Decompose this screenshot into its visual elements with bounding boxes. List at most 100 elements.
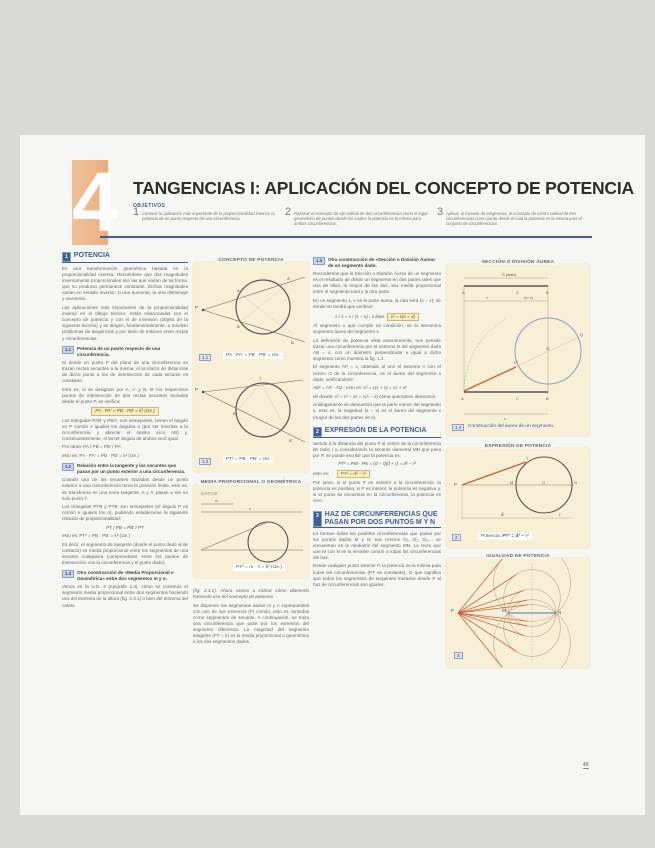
svg-text:C: C — [516, 396, 519, 401]
svg-text:M: M — [510, 480, 513, 485]
paragraph: Se disponen los segmentos dados m y n su… — [193, 602, 309, 645]
svg-text:T: T — [259, 376, 262, 381]
objectives-heading: OBJETIVOS — [133, 203, 166, 209]
point-label: N — [558, 610, 561, 615]
svg-text:A': A' — [287, 276, 291, 281]
svg-text:B: B — [546, 396, 549, 401]
paragraph: Los triángulos PTB y PTB' son semejantes… — [62, 504, 188, 522]
svg-text:m: m — [215, 498, 219, 503]
header-rule — [100, 236, 592, 238]
figure-number: 1.4 — [452, 424, 465, 431]
figure-formula: PT² = d² − r² — [502, 534, 530, 539]
paragraph: Es una transformación geométrica basada … — [62, 266, 188, 302]
paragraph: El segmento AP = x, obtenido al unir el … — [313, 364, 441, 382]
svg-text:O: O — [542, 480, 545, 485]
figure-panel-media-proporcional: MEDIA PROPORCIONAL O GEOMÉTRICA DATOS: m… — [193, 480, 309, 578]
paragraph: (fig. 2.3.2). Ahora vamos a indicar cómo… — [193, 588, 309, 600]
formula: Por tanto: PA / PB = PB' / PA' — [62, 444, 122, 450]
svg-text:A: A — [462, 290, 465, 295]
tangent-segment — [457, 574, 517, 614]
tangent-segment — [457, 558, 503, 614]
svg-text:B': B' — [291, 340, 295, 345]
paragraph: Vimos en la U.D. 2 (epígrafe 2.3), cómo … — [62, 584, 188, 608]
svg-text:B: B — [233, 411, 236, 416]
svg-text:s: s — [504, 416, 506, 421]
svg-text:P: P — [195, 305, 198, 310]
svg-text:B: B — [237, 324, 240, 329]
svg-text:d: d — [501, 512, 504, 517]
paragraph: Esto es, si se designan por A, A' y B, B… — [62, 386, 188, 404]
svg-text:Q: Q — [580, 332, 583, 337]
column-2-text: (fig. 2.3.2). Ahora vamos a indicar cómo… — [193, 588, 309, 648]
paragraph: Los triángulos PAB' y PBA', son semejant… — [62, 417, 188, 441]
svg-text:P: P — [514, 360, 517, 365]
potencia-diagram: PA BA'B' PT BB' — [195, 276, 306, 443]
datos-label: DATOS: — [201, 492, 219, 497]
figure-number: 1.1 — [199, 354, 212, 361]
media-proporcional-diagram: m n — [200, 498, 303, 563]
tangent-segment — [457, 612, 527, 627]
paragraph: Por tanto, si el punto P es exterior a l… — [313, 480, 441, 504]
paragraph: Siendo d la distancia del punto P al cen… — [313, 440, 441, 458]
svg-text:T: T — [526, 456, 529, 461]
point-label: M — [502, 608, 506, 613]
paragraph: Desde cualquier punto exterior P, la pot… — [313, 563, 441, 587]
point-label: P — [451, 608, 454, 613]
chapter-number: 4 — [72, 155, 119, 249]
figure-number: 3 — [454, 652, 463, 659]
svg-text:B: B — [546, 290, 549, 295]
figure-label: Potencia: — [481, 534, 502, 539]
tangent-segment — [457, 604, 528, 614]
svg-text:A: A — [461, 396, 464, 401]
figure-number: 2 — [452, 534, 461, 541]
svg-text:C: C — [516, 290, 519, 295]
tangent-segment — [457, 612, 503, 668]
chapter-title: TANGENCIAS I: APLICACIÓN DEL CONCEPTO DE… — [133, 178, 634, 198]
svg-text:B': B' — [289, 438, 293, 443]
figure-number: 1.2 — [199, 458, 212, 465]
paragraph: Es decir, el segmento de tangente (desde… — [62, 541, 188, 565]
paragraph: Lo forman todas las posibles circunferen… — [313, 530, 441, 560]
paragraph: En un segmento s, x es la parte áurea, l… — [313, 298, 441, 310]
figure-formula: PA · PA' = PB · PB' = cte. — [223, 352, 283, 359]
formula-box: x² = s(s − x) — [386, 312, 419, 321]
formula: esto es: PT² = PB · PB' = k² (cte.) — [62, 533, 131, 539]
paragraph: Análogamente se demuestra que la parte m… — [313, 402, 441, 420]
formula-box: PT² = d² − r² — [336, 469, 370, 478]
svg-text:x: x — [486, 295, 488, 300]
paragraph: Cuando una de las secantes trazadas desd… — [62, 477, 188, 501]
formula: PT² = PM · PN = (d − r)(d + r) = d² − r² — [338, 461, 416, 467]
tangent-segment — [457, 589, 525, 614]
figure-formula: PT² = m · n = k² (cte.) — [233, 564, 285, 571]
formula-label: esto es: — [313, 470, 330, 476]
svg-text:O: O — [546, 346, 549, 351]
formula: PT / PB = PB' / PT — [106, 524, 144, 530]
paragraph: Si desde un punto P del plano de una cir… — [62, 359, 188, 384]
paragraph: Las aplicaciones más importantes de la p… — [62, 305, 188, 341]
page-number: 49 — [583, 762, 589, 769]
formula: PA · PA' = PB · PB' = k² (cte.) — [91, 407, 159, 416]
formula: esto es: PA · PA' = PB · PB' = k² (cte.) — [62, 453, 139, 459]
svg-text:r: r — [559, 512, 561, 517]
paragraph: Al segmento x que cumple tal condición, … — [313, 322, 441, 334]
formula: de donde: x² = s² − xs = s(s − x) como q… — [313, 393, 437, 399]
svg-text:N: N — [574, 480, 577, 485]
svg-text:n: n — [249, 506, 251, 511]
